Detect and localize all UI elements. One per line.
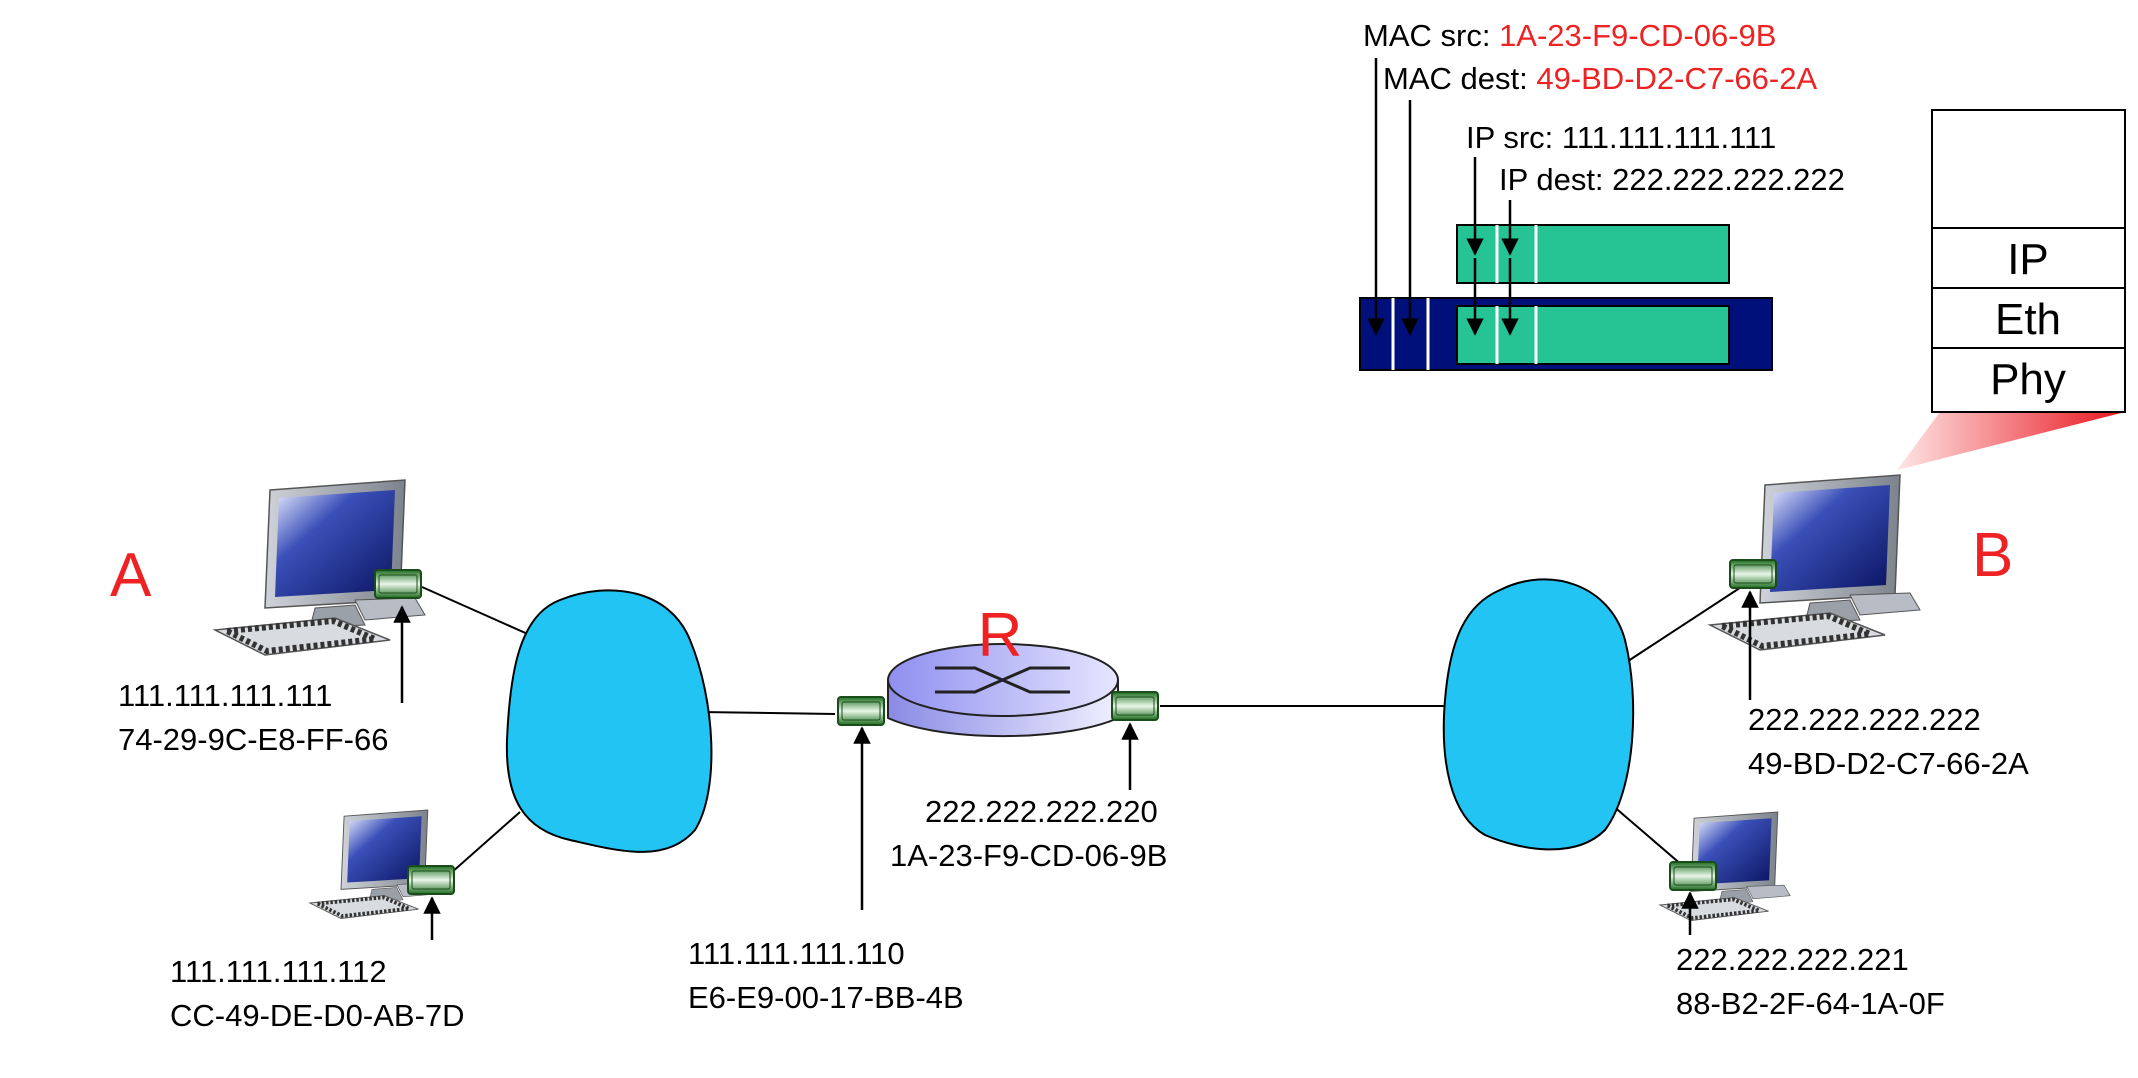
protocol-stack: IP Eth Phy	[1931, 109, 2126, 413]
host4-ip: 222.222.222.221	[1676, 942, 1909, 977]
router-arrows-icon	[935, 666, 1070, 694]
right-subnet-cloud	[1442, 578, 1635, 851]
host4-mac: 88-B2-2F-64-1A-0F	[1676, 986, 1945, 1021]
interface-pointer-arrows	[393, 590, 1759, 940]
host2-ip: 111.111.111.112	[170, 954, 387, 989]
stack-layer-eth: Eth	[1995, 295, 2061, 344]
ip-dest-field: IP dest: 222.222.222.222	[1499, 162, 1845, 197]
host-a-mac: 74-29-9C-E8-FF-66	[118, 722, 388, 757]
ip-datagram	[1456, 224, 1730, 284]
host-a-interface	[374, 569, 422, 599]
router-right-mac: 1A-23-F9-CD-06-9B	[890, 838, 1167, 873]
stack-layer-phy: Phy	[1990, 355, 2066, 404]
link-layer-frame	[1359, 297, 1773, 371]
host-a-computer-icon	[215, 480, 425, 655]
router-left-ip: 111.111.111.110	[688, 936, 905, 971]
host2-computer-icon	[308, 808, 443, 921]
router-right-interface	[1111, 691, 1159, 721]
host-a-ip: 111.111.111.111	[118, 678, 332, 713]
host2-interface	[407, 865, 455, 895]
host2-mac: CC-49-DE-D0-AB-7D	[170, 998, 465, 1033]
router	[887, 643, 1119, 738]
header-pointer-arrows	[1367, 58, 1519, 336]
mac-src-field: MAC src: 1A-23-F9-CD-06-9B	[1363, 18, 1776, 53]
router-label: R	[978, 601, 1023, 670]
host-b-ip: 222.222.222.222	[1748, 702, 1981, 737]
left-subnet-cloud	[505, 589, 713, 853]
router-right-ip: 222.222.222.220	[925, 794, 1158, 829]
router-left-mac: E6-E9-00-17-BB-4B	[688, 980, 964, 1015]
network-links	[421, 577, 1756, 874]
stack-layer-ip: IP	[2007, 235, 2049, 284]
stack-beam	[1897, 412, 2125, 470]
host-a-label: A	[110, 541, 152, 610]
host-b-mac: 49-BD-D2-C7-66-2A	[1748, 746, 2029, 781]
router-left-interface	[837, 696, 885, 726]
ip-src-field: IP src: 111.111.111.111	[1466, 120, 1776, 155]
host4-interface	[1669, 861, 1717, 891]
mac-dest-field: MAC dest: 49-BD-D2-C7-66-2A	[1383, 61, 1817, 96]
host-b-interface	[1729, 559, 1777, 589]
host-b-label: B	[1972, 521, 2013, 590]
